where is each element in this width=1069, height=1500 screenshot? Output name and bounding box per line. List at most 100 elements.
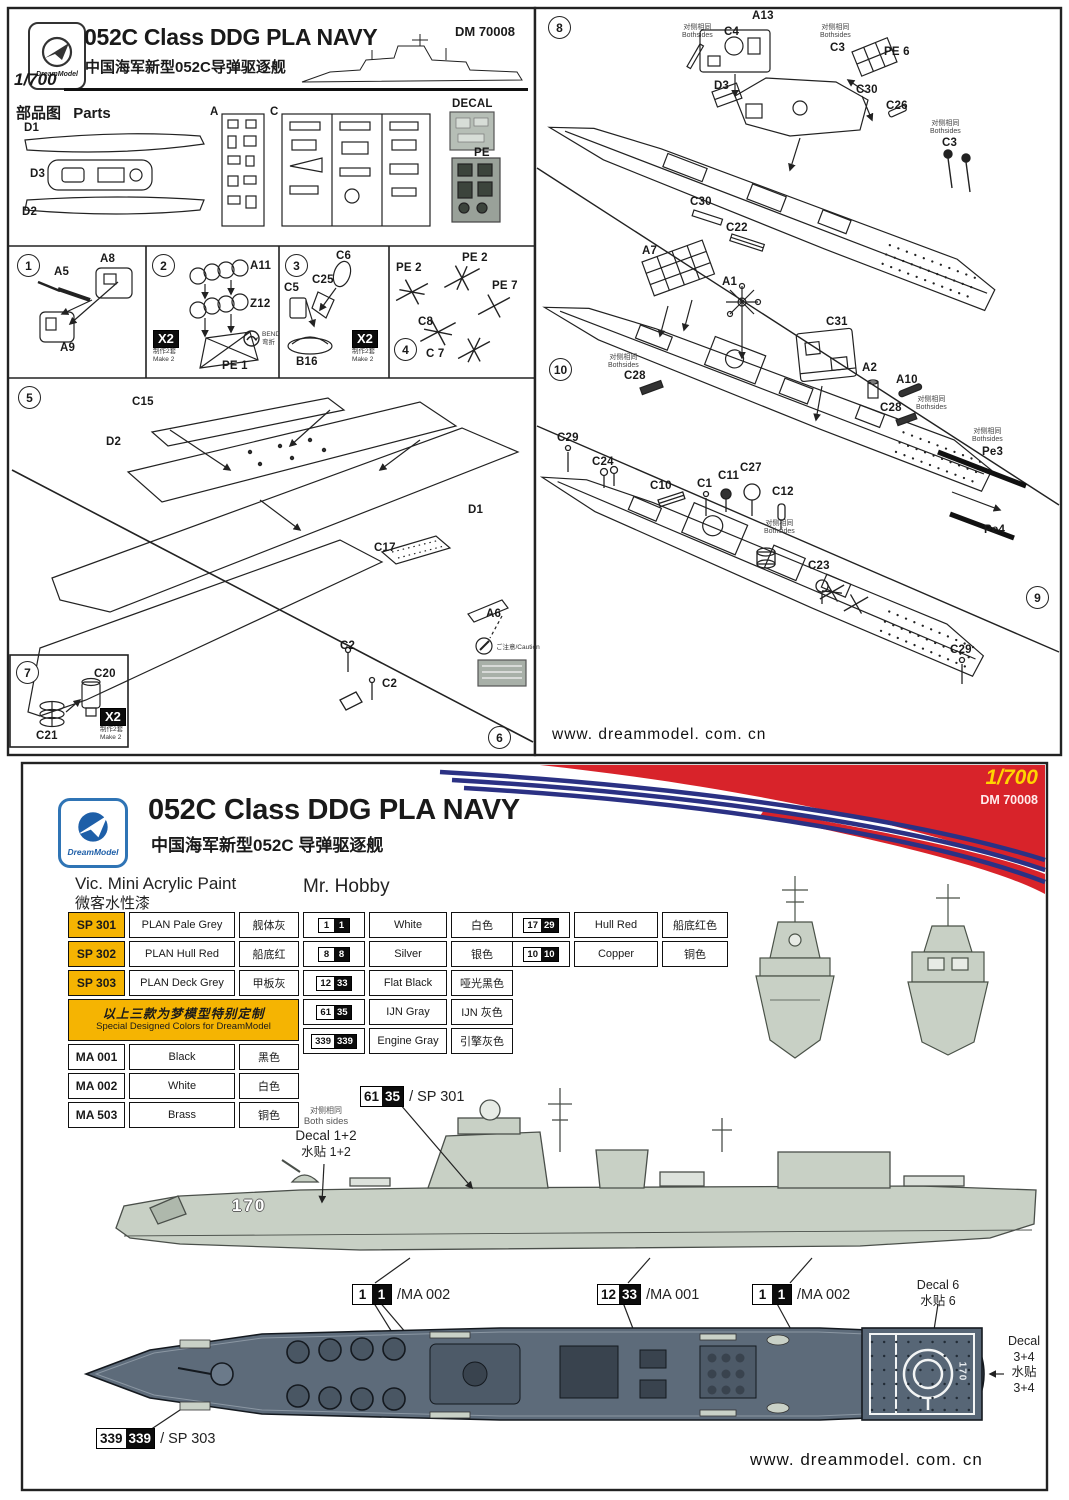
- part-label: C24: [592, 456, 614, 468]
- part-label: C8: [418, 316, 434, 328]
- part-label: A2: [862, 362, 878, 374]
- website-url: www. dreammodel. com. cn: [552, 726, 767, 743]
- step5-exploded-decks: [27, 397, 527, 717]
- kit-number: DM 70008: [980, 793, 1038, 807]
- paint-name: PLAN Deck Grey: [129, 970, 235, 996]
- part-label: C28: [624, 370, 646, 382]
- bothsides-en: Bothsides: [930, 128, 961, 136]
- part-label: D1: [468, 504, 484, 516]
- part-label: C15: [132, 396, 154, 408]
- step-number: 2: [152, 254, 175, 277]
- part-label: C11: [718, 470, 740, 482]
- part-label: D2: [106, 436, 122, 448]
- part-label: A6: [486, 608, 502, 620]
- part-label: C22: [726, 222, 748, 234]
- decal-label-cn: 3+4: [1013, 1380, 1035, 1395]
- part-label: PE 1: [222, 360, 248, 372]
- pe4-strip: [949, 511, 1015, 541]
- part-label: D2: [22, 206, 38, 218]
- paint-name-cn: 舰体灰: [239, 912, 299, 938]
- paint-name-cn: 银色: [451, 941, 513, 967]
- step-number: 8: [548, 16, 571, 39]
- sheet-borders: [6, 6, 1063, 1492]
- bothsides-en: Bothsides: [764, 528, 795, 536]
- bothsides-en: Bothsides: [916, 404, 947, 412]
- scale-label: 1/700: [985, 766, 1038, 789]
- decal-note-bow: 对侧相同 Both sides Decal 1+2 水贴 1+2: [268, 1106, 384, 1160]
- bothsides-en: Bothsides: [608, 362, 639, 370]
- paint-name: Brass: [129, 1102, 235, 1128]
- hobby-title: Mr. Hobby: [303, 876, 390, 897]
- part-label: C2: [340, 640, 356, 652]
- part-label: C23: [808, 560, 830, 572]
- paint-code: SP 302: [68, 941, 125, 967]
- step-number: 4: [394, 338, 417, 361]
- part-label: C12: [772, 486, 794, 498]
- part-label: C30: [690, 196, 712, 208]
- paint-name-cn: 白色: [451, 912, 513, 938]
- bothsides-cn: 对侧相同: [310, 1106, 342, 1115]
- part-label: C21: [36, 730, 58, 742]
- stern-view-drawing: [907, 884, 989, 1056]
- brand-label: DreamModel: [67, 847, 119, 857]
- part-label: D1: [24, 122, 40, 134]
- part-label: C20: [94, 668, 116, 680]
- part-label: C17: [374, 542, 396, 554]
- caution-label: ご注意/Caution: [496, 644, 540, 651]
- left-page-rules: [8, 245, 535, 748]
- part-label: C31: [826, 316, 848, 328]
- kit-title: 052C Class DDG PLA NAVY: [148, 794, 520, 826]
- x2-label: X2: [100, 708, 126, 726]
- header-ship-silhouette: [301, 34, 523, 83]
- step-number: 7: [16, 661, 39, 684]
- helipad-drawing: [861, 1327, 983, 1421]
- part-label: Pe4: [984, 524, 1006, 536]
- part-label: Pe3: [982, 446, 1004, 458]
- scale-label: 1/700: [14, 70, 57, 89]
- paint-name-cn: 铜色: [662, 941, 728, 967]
- paint-name-cn: 船底红色: [662, 912, 728, 938]
- decal-label: Decal 6: [916, 1278, 960, 1292]
- bothsides-cn: 对侧相同: [821, 24, 850, 31]
- paint-name: Engine Gray: [369, 1028, 447, 1054]
- paint-name: Copper: [574, 941, 658, 967]
- special-colors-banner: 以上三款为梦模型特别定制 Special Designed Colors for…: [68, 999, 299, 1041]
- step4-drawing: [395, 265, 511, 363]
- vic-paint-title-cn: 微客水性漆: [75, 895, 151, 912]
- paint-name-cn: 船底红: [239, 941, 299, 967]
- part-label: Z12: [250, 298, 271, 310]
- paint-name-cn: 白色: [239, 1073, 299, 1099]
- make2-cn: 制作2套: [100, 726, 124, 733]
- bothsides-cn: 对侧相同: [765, 520, 794, 527]
- step-number: 10: [549, 358, 572, 381]
- part-label: D3: [30, 168, 46, 180]
- part-label: C30: [856, 84, 878, 96]
- dreammodel-logo: DreamModel: [28, 22, 86, 90]
- paint-name: Flat Black: [369, 970, 447, 996]
- paint-name-cn: 哑光黑色: [451, 970, 513, 996]
- parts-heading-cn: 部品图: [16, 105, 62, 122]
- paint-name: PLAN Pale Grey: [129, 912, 235, 938]
- make2-badge: X2 制作2套 Make 2: [153, 330, 179, 364]
- step10-upper-hull-drawing: [542, 239, 1027, 512]
- part-label: D3: [714, 80, 730, 92]
- right-page-diagonals: [536, 167, 1060, 653]
- a1-radar-cross: [726, 282, 762, 360]
- bothsides-en: Both sides: [303, 1116, 349, 1127]
- part-label: PE 2: [396, 262, 422, 274]
- make2-en: Make 2: [153, 355, 175, 363]
- part-label: A11: [250, 260, 272, 272]
- pe3-strip: [937, 449, 1027, 512]
- paint-name: White: [369, 912, 447, 938]
- decal-label-cn: 水贴 6: [920, 1293, 956, 1308]
